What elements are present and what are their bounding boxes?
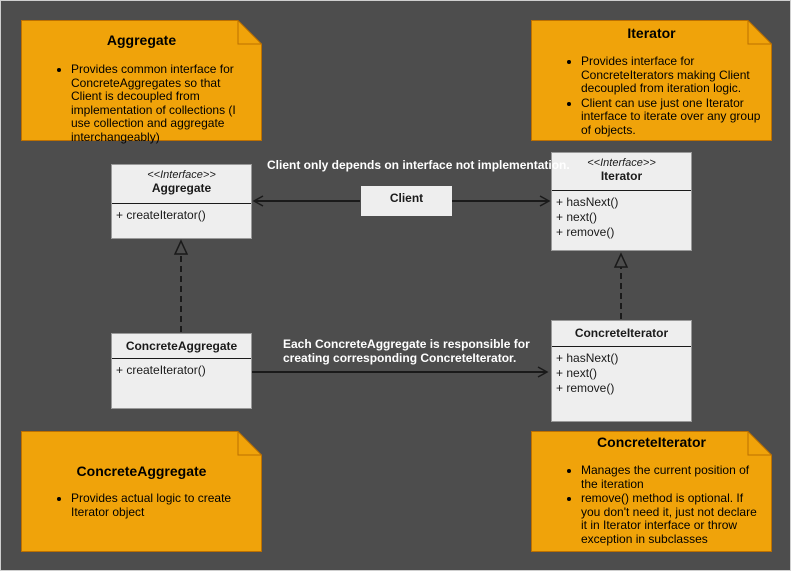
class-name: ConcreteAggregate (125, 339, 238, 353)
note-bullet: Client can use just one Iterator interfa… (581, 96, 762, 138)
note-title: ConcreteAggregate (76, 463, 207, 479)
class-client: Client (361, 186, 452, 216)
method: + createIterator() (116, 208, 206, 222)
method: + hasNext() (556, 351, 619, 365)
note-title: ConcreteIterator (597, 434, 706, 450)
method: + remove() (556, 381, 615, 395)
class-name: Client (389, 191, 424, 205)
creation-label-line1: Each ConcreteAggregate is responsible fo… (283, 337, 530, 351)
note-iterator: Iterator Provides interface for Concrete… (531, 20, 772, 141)
method: + hasNext() (556, 195, 619, 209)
note-bullet: remove() method is optional. If you don'… (581, 491, 762, 546)
class-concrete-iterator: ConcreteIterator + hasNext() + next() + … (551, 320, 692, 422)
note-concrete-aggregate: ConcreteAggregate Provides actual logic … (21, 431, 262, 552)
stereotype-label: <<Interface>> (587, 157, 656, 169)
note-shape (21, 431, 262, 552)
note-bullet: Provides common interface for ConcreteAg… (71, 62, 252, 144)
note-title: Aggregate (106, 32, 177, 48)
iterator-realization-arrowhead (613, 252, 629, 268)
stereotype-label: <<Interface>> (147, 169, 216, 181)
note-bullet: Provides actual logic to create Iterator… (71, 491, 252, 519)
note-shape (21, 20, 262, 141)
aggregate-realization-arrowhead (173, 239, 189, 255)
note-aggregate: Aggregate Provides common interface for … (21, 20, 262, 144)
class-name: Iterator (600, 169, 643, 183)
note-bullet: Manages the current position of the iter… (581, 463, 762, 491)
method: + remove() (556, 225, 615, 239)
method: + next() (556, 210, 598, 224)
note-shape (531, 20, 772, 141)
note-concrete-iterator: ConcreteIterator Manages the current pos… (531, 431, 772, 552)
class-concrete-aggregate: ConcreteAggregate + createIterator() (111, 333, 252, 409)
client-dependency-label: Client only depends on interface not imp… (267, 158, 570, 172)
class-aggregate: <<Interface>> Aggregate + createIterator… (111, 164, 252, 239)
note-bullet: Provides interface for ConcreteIterators… (581, 54, 762, 96)
method: + createIterator() (116, 363, 206, 377)
class-iterator: <<Interface>> Iterator + hasNext() + nex… (551, 152, 692, 251)
method: + next() (556, 366, 598, 380)
note-shape (531, 431, 772, 552)
creation-label-line2: creating corresponding ConcreteIterator. (283, 351, 517, 365)
class-name: Aggregate (151, 181, 212, 195)
class-name: ConcreteIterator (574, 326, 669, 340)
note-title: Iterator (627, 25, 676, 41)
